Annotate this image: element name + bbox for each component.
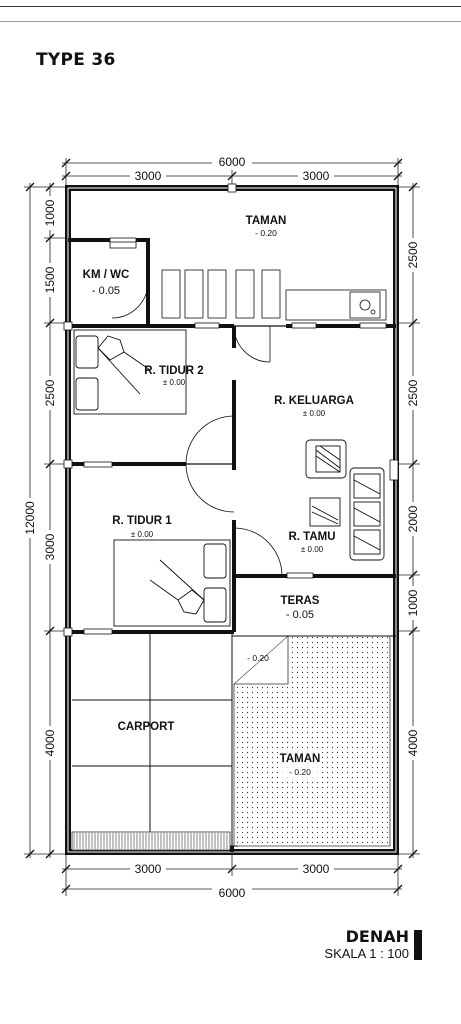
carport-level: - 0.20: [247, 653, 269, 663]
garden-bottom-hatch: [233, 635, 391, 847]
room-tamu-name: R. TAMU: [288, 531, 335, 543]
bed-tidur1: [113, 539, 231, 627]
dim-left-4: 3000: [43, 533, 57, 560]
dim-right-2: 2500: [406, 379, 420, 406]
dim-top-right: 3000: [303, 169, 330, 183]
living-furniture: [305, 439, 385, 561]
gate: [71, 831, 231, 851]
room-keluarga-name: R. KELUARGA: [274, 395, 354, 407]
room-tidur1-name: R. TIDUR 1: [112, 515, 172, 527]
door-tidur1: [185, 463, 235, 513]
room-taman-top-level: - 0.20: [255, 228, 277, 238]
room-taman-bottom-name: TAMAN: [280, 753, 321, 765]
toilet: [109, 241, 137, 249]
dim-left-2: 1500: [43, 266, 57, 293]
drawing-legend: DENAH SKALA 1 : 100: [324, 927, 422, 961]
dim-left-5: 4000: [43, 729, 57, 756]
dim-right-4: 1000: [406, 589, 420, 616]
dim-bottom-total: 6000: [219, 886, 246, 900]
legend-bar: [414, 930, 422, 960]
legend-title: DENAH: [345, 927, 409, 946]
dim-bottom-right: 3000: [303, 862, 330, 876]
room-taman-bottom-level: - 0.20: [289, 767, 311, 777]
room-carport-name: CARPORT: [118, 721, 175, 733]
top-border-line: [0, 6, 461, 7]
dim-bottom-left: 3000: [135, 862, 162, 876]
dim-right-3: 2000: [406, 505, 420, 532]
kitchen-fixtures: [161, 269, 387, 321]
door-tidur2: [185, 415, 235, 465]
room-kmwc-level: - 0.05: [92, 285, 120, 297]
room-tamu-level: ± 0.00: [301, 545, 324, 554]
dim-overall-left: 12000: [23, 501, 37, 535]
room-labels: TAMAN - 0.20 KM / WC - 0.05 R. TIDUR 2 ±…: [83, 215, 354, 778]
dim-right-1: 2500: [406, 241, 420, 268]
door-kmwc: [111, 281, 149, 319]
dim-right-5: 4000: [406, 729, 420, 756]
dim-top-left: 3000: [135, 169, 162, 183]
dim-top-total: 6000: [219, 155, 246, 169]
gate-lines: [73, 833, 228, 849]
room-teras-name: TERAS: [281, 595, 320, 607]
page-title: TYPE 36: [36, 50, 116, 70]
door-tamu: [233, 527, 283, 577]
room-kmwc-name: KM / WC: [83, 269, 130, 281]
room-tidur2-name: R. TIDUR 2: [144, 365, 203, 377]
room-teras-level: - 0.05: [286, 609, 314, 621]
garden-edge: [233, 635, 289, 685]
carport-grid: [72, 632, 233, 846]
room-keluarga-level: ± 0.00: [303, 409, 326, 418]
room-tidur1-level: ± 0.00: [131, 530, 154, 539]
dimension-texts: 6000 3000 3000 3000 3000 6000 12000 1000…: [23, 155, 420, 900]
top-border-line-2: [0, 21, 461, 22]
room-taman-top-name: TAMAN: [246, 215, 287, 227]
room-tidur2-level: ± 0.00: [163, 378, 186, 387]
dim-left-1: 1000: [43, 199, 57, 226]
legend-scale: SKALA 1 : 100: [324, 946, 409, 961]
doors: [111, 281, 283, 577]
dim-left-3: 2500: [43, 379, 57, 406]
bed-tidur2: [73, 329, 187, 415]
windows: [63, 183, 399, 637]
